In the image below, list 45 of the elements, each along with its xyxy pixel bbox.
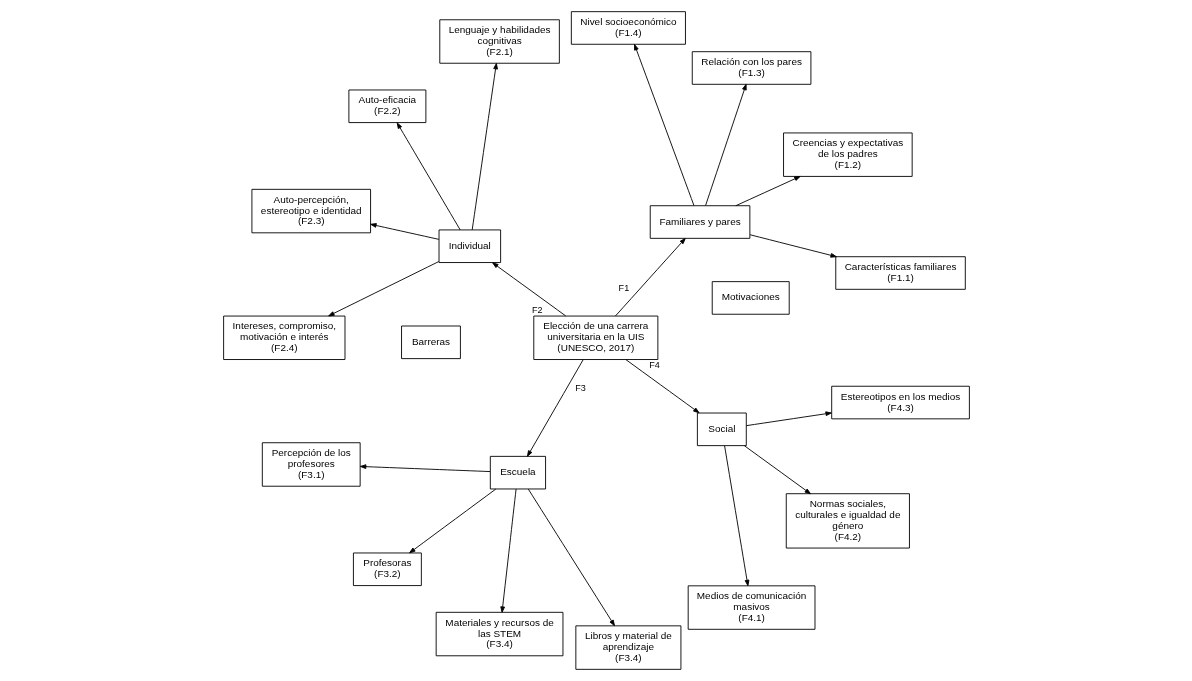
node-box: Escuela [489, 455, 546, 490]
node-box: Creencias y expectativas de los padres (F1.2) [782, 132, 913, 177]
node-box: Barreras [400, 325, 461, 360]
arrow [369, 223, 439, 240]
node-box: Materiales y recursos de las STEM (F3.4) [435, 611, 563, 657]
node-box: Relación con los pares (F1.3) [691, 51, 811, 85]
arrow [359, 464, 491, 473]
node-box: Medios de comunicación masivos (F4.1) [687, 585, 815, 630]
node-box: Auto-eficacia (F2.2) [347, 89, 426, 124]
arrow [625, 359, 699, 414]
node-box: Lenguaje y habilidades cognitivas (F2.1) [438, 19, 560, 64]
node-box: Libros y material de aprendizaje (F3.4) [574, 625, 681, 670]
arrow [723, 445, 749, 587]
node-box: Elección de una carrera universitaria en la UIS (UNESCO, 2017) [532, 315, 658, 360]
edge-label: F4 [648, 359, 660, 370]
arrow [408, 488, 496, 554]
node-box: Profesoras (F3.2) [352, 552, 422, 587]
arrow [491, 262, 566, 317]
node-box: Nivel socioeconómico (F1.4) [570, 11, 686, 45]
arrow [734, 175, 801, 207]
arrow [614, 238, 686, 317]
node-box: Social [696, 412, 747, 447]
arrow [526, 359, 584, 457]
node-box: Percepción de los profesores (F3.1) [261, 442, 361, 487]
arrow [749, 234, 837, 258]
arrow [743, 445, 811, 495]
arrow [745, 411, 832, 427]
node-box: Auto-percepción, estereotipo e identidad (F2.3) [250, 188, 371, 234]
edge-label: F3 [574, 382, 586, 393]
node-box: Normas sociales, culturales e igualdad de género (F4.2) [785, 493, 910, 549]
arrow [499, 488, 517, 613]
edge-label: F2 [531, 304, 542, 315]
node-box: Estereotipos en los medios (F4.3) [830, 385, 970, 420]
arrow [704, 83, 747, 206]
node-box: Características familiares (F1.1) [834, 256, 966, 290]
node-box: Individual [438, 229, 501, 263]
node-box: Motivaciones [711, 281, 790, 315]
node-box: Intereses, compromiso, motivación e interés (F2.4) [222, 315, 345, 360]
arrow [327, 261, 439, 317]
arrow [471, 63, 498, 231]
arrow [633, 44, 694, 206]
node-box: Familiares y pares [649, 205, 750, 239]
arrow [527, 488, 615, 627]
edge-label: F1 [618, 282, 629, 293]
arrow [396, 122, 461, 231]
